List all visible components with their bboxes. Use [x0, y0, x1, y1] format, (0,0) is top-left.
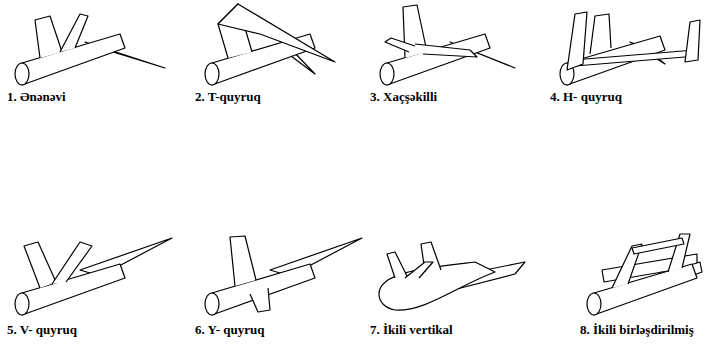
conventional-tail-aircraft [15, 14, 165, 85]
config-caption: 1. Ənənəvi [7, 90, 66, 105]
cruciform-tail-aircraft-part [415, 44, 477, 57]
h-tail-aircraft-part [567, 12, 587, 70]
twin-boom-tail-aircraft-part [587, 293, 601, 315]
y-tail-aircraft-part [205, 293, 219, 315]
v-tail-aircraft-part [52, 242, 92, 284]
t-tail-aircraft-part [205, 63, 219, 85]
twin-vertical-tail-aircraft-part [387, 252, 407, 278]
twin-boom-tail-aircraft-part [594, 264, 697, 315]
y-tail-aircraft-part [270, 238, 362, 276]
config-caption: 2. T-quyruq [195, 90, 261, 105]
cruciform-tail-aircraft-part [385, 38, 415, 52]
config-caption: 6. Y- quyruq [195, 323, 264, 338]
v-tail-aircraft [15, 238, 172, 315]
y-tail-aircraft [205, 236, 362, 315]
twin-boom-tail-aircraft-part [632, 238, 684, 254]
conventional-tail-aircraft-part [60, 14, 88, 52]
config-caption: 5. V- quyruq [7, 323, 77, 338]
t-tail-aircraft [205, 4, 335, 85]
h-tail-aircraft-part [590, 14, 611, 54]
config-caption: 4. H- quyruq [550, 90, 622, 105]
h-tail-aircraft-part [685, 20, 700, 62]
y-tail-aircraft-part [212, 264, 315, 315]
config-caption: 8. İkili birləşdirilmiş [580, 323, 694, 338]
v-tail-aircraft-part [24, 242, 56, 288]
h-tail-aircraft [560, 12, 700, 85]
h-tail-aircraft-part [573, 50, 697, 66]
t-tail-aircraft-part [218, 4, 335, 62]
twin-vertical-tail-aircraft [379, 242, 525, 310]
cruciform-tail-aircraft-part [380, 63, 394, 85]
v-tail-aircraft-part [80, 238, 172, 276]
conventional-tail-aircraft-part [15, 63, 29, 85]
twin-vertical-tail-aircraft-part [405, 262, 433, 278]
config-caption: 3. Xaçşəkilli [370, 90, 437, 105]
y-tail-aircraft-part [230, 236, 256, 286]
cruciform-tail-aircraft [380, 5, 515, 85]
config-caption: 7. İkili vertikal [370, 323, 453, 338]
twin-boom-tail-aircraft [587, 234, 702, 315]
v-tail-aircraft-part [15, 293, 29, 315]
y-tail-aircraft-part [250, 288, 270, 312]
conventional-tail-aircraft-part [35, 16, 62, 58]
